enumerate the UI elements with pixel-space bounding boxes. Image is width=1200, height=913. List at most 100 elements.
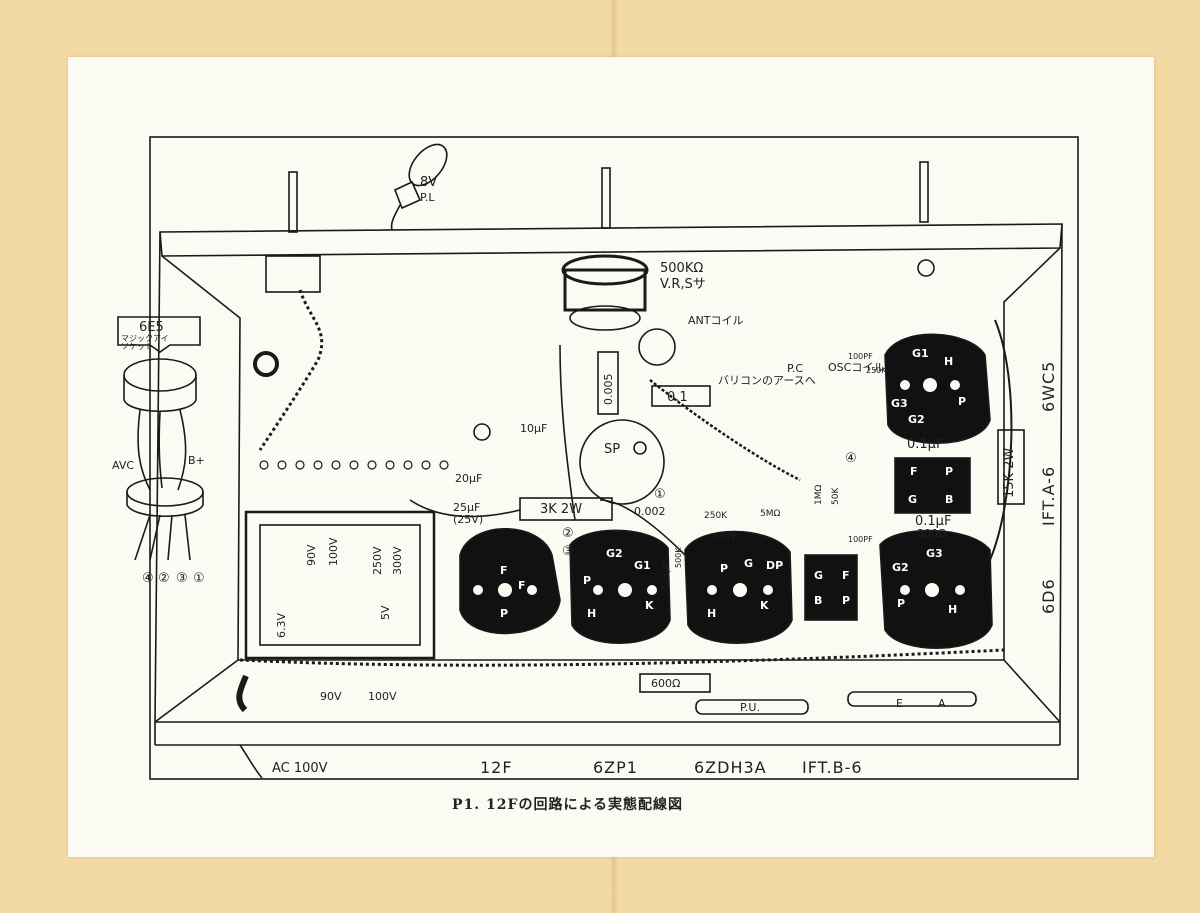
osc-coil-label: OSCコイル [828, 361, 885, 374]
magic-eye-pin-3: ③ [176, 571, 188, 586]
magic-eye-top [123, 358, 197, 392]
speaker-label: SP [604, 442, 621, 457]
shaft-left [288, 171, 298, 233]
marker-2: ② [562, 526, 574, 541]
pu-terminal-strip [695, 699, 809, 715]
marker-3: ③ [562, 544, 574, 559]
pin-6zdh3a-p: P [720, 562, 729, 575]
cap-01-label: 0.1 [667, 390, 688, 405]
marker-4: ④ [845, 451, 857, 466]
cap-01uF-a-label: 0.1μF [907, 437, 944, 452]
pin-ifta-p: P [945, 465, 954, 478]
pin-6wc5-g2: G2 [908, 413, 925, 426]
pilot-lamp-voltage: 8V [420, 175, 438, 190]
shaft-right [919, 161, 929, 223]
terminal-pu: P.U. [740, 701, 760, 714]
magic-eye-label-box [117, 316, 201, 353]
pin-ifta-f: F [910, 465, 918, 478]
cap-0005-label: 0.005 [602, 373, 615, 406]
speaker-socket [579, 419, 665, 505]
tap-300v: 300V [391, 546, 404, 575]
pin-6zp1-g2: G2 [606, 547, 623, 560]
resistor-3k [519, 497, 613, 521]
pin-ifta-g: G [908, 493, 918, 506]
cap-20uF-label: 20μF [455, 472, 483, 485]
varicon-earth-label: バリコンのアースへ [718, 374, 816, 387]
pin-6zdh3a-g: G [744, 557, 754, 570]
capacitor-0005 [597, 351, 619, 415]
cap-25uF-label: 25μF (25V) [453, 501, 484, 527]
pin-6d6-h: H [948, 603, 958, 616]
vr-value: 500KΩ [660, 261, 704, 276]
tap-63v: 6.3V [275, 612, 288, 638]
ift-a-6 [894, 457, 971, 514]
pin-6zdh3a-dp: DP [766, 559, 784, 572]
cap-10uF-label: 10μF [520, 422, 548, 435]
cap-001-label: 0.01μF [662, 562, 671, 590]
ant-coil-label: ANTコイル [688, 314, 744, 327]
pin-ifta-b: B [945, 493, 954, 506]
pin-6d6-p: P [897, 597, 906, 610]
pin-6zdh3a-k: K [760, 599, 769, 612]
pin-6zp1-p: P [583, 574, 592, 587]
label-6zp1: 6ZP1 [593, 758, 638, 777]
figure-caption: P1. 12Fの回路による実態配線図 [452, 797, 684, 813]
pc-label: P.C [787, 362, 804, 375]
antenna-terminal-strip [847, 691, 977, 707]
label-12f: 12F [480, 758, 513, 777]
pin-6zp1-k: K [645, 599, 654, 612]
marker-1: ① [654, 487, 666, 502]
pin-12f-p: P [500, 607, 509, 620]
cap-100pf-label: 100PF [712, 532, 737, 541]
pin-6wc5-p: P [958, 395, 967, 408]
pin-6wc5-h: H [944, 355, 954, 368]
label-ac-100v: AC 100V [272, 761, 328, 776]
resistor-15k-label: 15K 2W [1002, 447, 1017, 498]
resistor-500k-label: 500K [674, 547, 683, 568]
magic-eye-avc: AVC [112, 459, 135, 472]
pin-iftb-b: B [814, 594, 823, 607]
pin-6zp1-g1: G1 [634, 559, 651, 572]
vr-label: V.R,Sサ [660, 277, 706, 292]
magic-eye-pin-2: ② [158, 571, 170, 586]
terminal-e: E [896, 697, 903, 710]
chassis-top-rail [159, 223, 1063, 257]
chassis-outer [154, 223, 1063, 723]
pin-6wc5-g1: G1 [912, 347, 929, 360]
resistor-250k-2-label: 250K [866, 366, 887, 375]
pin-6wc5-g3: G3 [891, 397, 908, 410]
terminal-100v: 100V [368, 690, 397, 703]
pin-6d6-g2: G2 [892, 561, 909, 574]
ift-b-6 [804, 554, 858, 621]
pin-12f-f1: F [500, 564, 508, 577]
drawing-frame [149, 136, 1079, 780]
label-6wc5: 6WC5 [1039, 360, 1058, 412]
pilot-lamp-label: P.L [420, 191, 435, 204]
resistor-1m-label: 1MΩ [814, 484, 824, 505]
tap-5v: 5V [379, 605, 392, 620]
socket-6wc5 [884, 333, 991, 444]
power-transformer [244, 510, 436, 660]
terminal-90v: 90V [320, 690, 342, 703]
resistor-3k-label: 3K 2W [540, 502, 583, 517]
resistor-600-label: 600Ω [651, 677, 681, 690]
resistor-5m-label: 5MΩ [760, 509, 781, 519]
magic-eye-socket-label: マジックアイ ソケット [121, 334, 169, 351]
cap-01uF-b-label: 0.1μF [915, 514, 952, 529]
pin-6zdh3a-h: H [707, 607, 717, 620]
tap-90v: 90V [305, 544, 318, 566]
pin-iftb-f: F [842, 569, 850, 582]
capacitor-01 [651, 385, 711, 407]
resistor-250k-label: 250K [704, 511, 728, 521]
label-6zdh3a: 6ZDH3A [694, 758, 767, 777]
shaft-center [601, 167, 611, 229]
cap-100pf-2-label: 100PF [848, 535, 873, 544]
cap-0002-label: 0.002 [634, 505, 666, 518]
ant-coil [638, 328, 676, 366]
terminal-a: A [938, 697, 946, 710]
pin-iftb-g: G [814, 569, 824, 582]
pin-6d6-g3: G3 [926, 547, 943, 560]
label-6d6: 6D6 [1039, 578, 1058, 614]
resistor-50k-label: 50K [831, 487, 841, 505]
